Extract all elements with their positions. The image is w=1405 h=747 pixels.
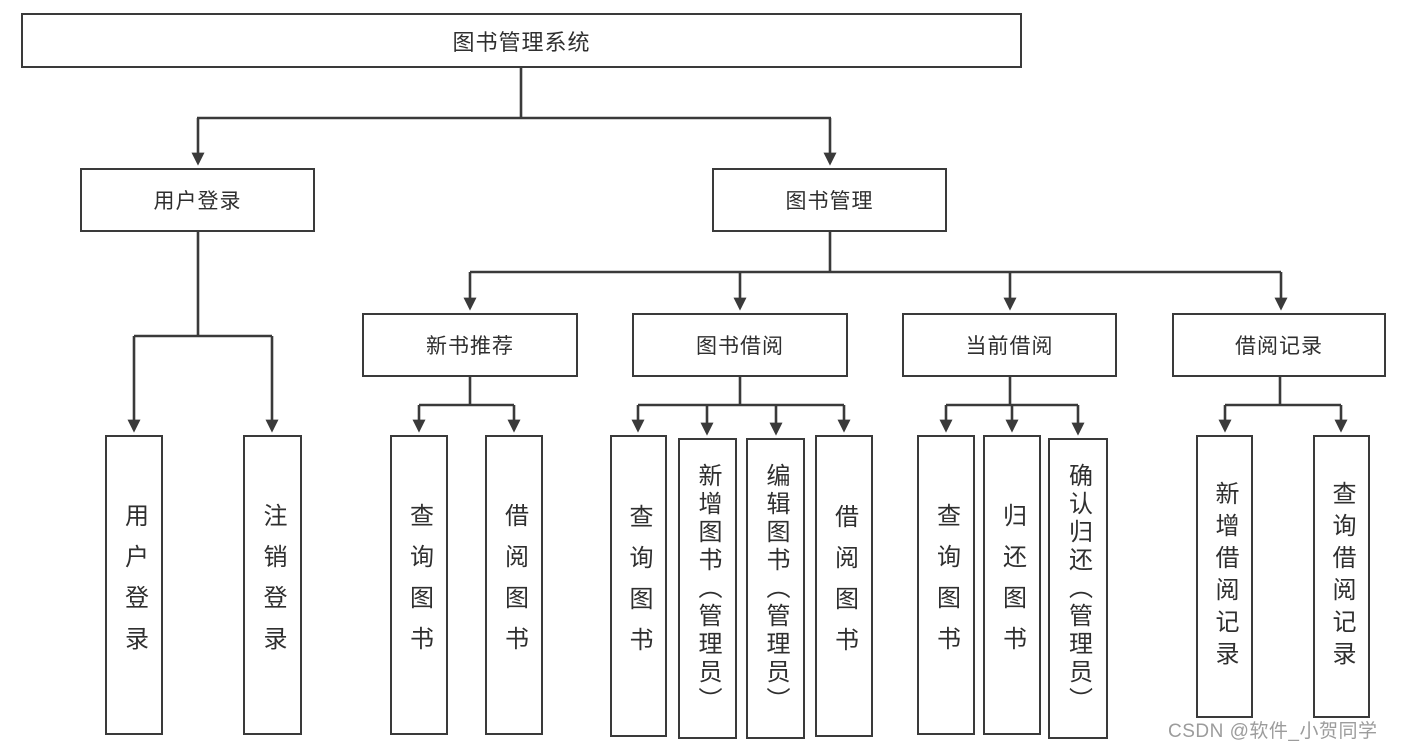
node-leaf-add-book-admin: 新增图书（管理员） [678, 438, 737, 739]
connector-new-book-recommend [412, 377, 521, 433]
connector-user-login-to-leaves [127, 232, 279, 433]
node-group-borrow-record: 借阅记录 [1172, 313, 1386, 377]
connector-book-management-to-groups [463, 232, 1288, 311]
node-group-new-book-recommend: 新书推荐 [362, 313, 578, 377]
node-user-login-branch: 用户登录 [80, 168, 315, 232]
node-root-system: 图书管理系统 [21, 13, 1022, 68]
node-leaf-borrow-book-1: 借阅图书 [485, 435, 543, 735]
node-leaf-query-book-3: 查询图书 [917, 435, 975, 735]
node-book-management-branch: 图书管理 [712, 168, 947, 232]
node-leaf-return-book: 归还图书 [983, 435, 1041, 735]
node-group-current-borrow: 当前借阅 [902, 313, 1117, 377]
node-leaf-add-borrow-record: 新增借阅记录 [1196, 435, 1253, 718]
connector-borrow-record [1218, 377, 1348, 433]
node-leaf-confirm-return-admin: 确认归还（管理员） [1048, 438, 1108, 739]
node-leaf-query-borrow-record: 查询借阅记录 [1313, 435, 1370, 718]
node-leaf-logout: 注销登录 [243, 435, 302, 735]
watermark-text: CSDN @软件_小贺同学 [1168, 721, 1378, 742]
node-leaf-query-book-1: 查询图书 [390, 435, 448, 735]
connector-root-to-level1 [191, 68, 837, 166]
node-leaf-edit-book-admin: 编辑图书（管理员） [746, 438, 805, 739]
connector-book-borrow [631, 377, 851, 436]
connector-current-borrow [939, 377, 1085, 436]
node-leaf-borrow-book-2: 借阅图书 [815, 435, 873, 737]
node-leaf-query-book-2: 查询图书 [610, 435, 667, 737]
node-leaf-user-login: 用户登录 [105, 435, 163, 735]
node-group-book-borrow: 图书借阅 [632, 313, 848, 377]
